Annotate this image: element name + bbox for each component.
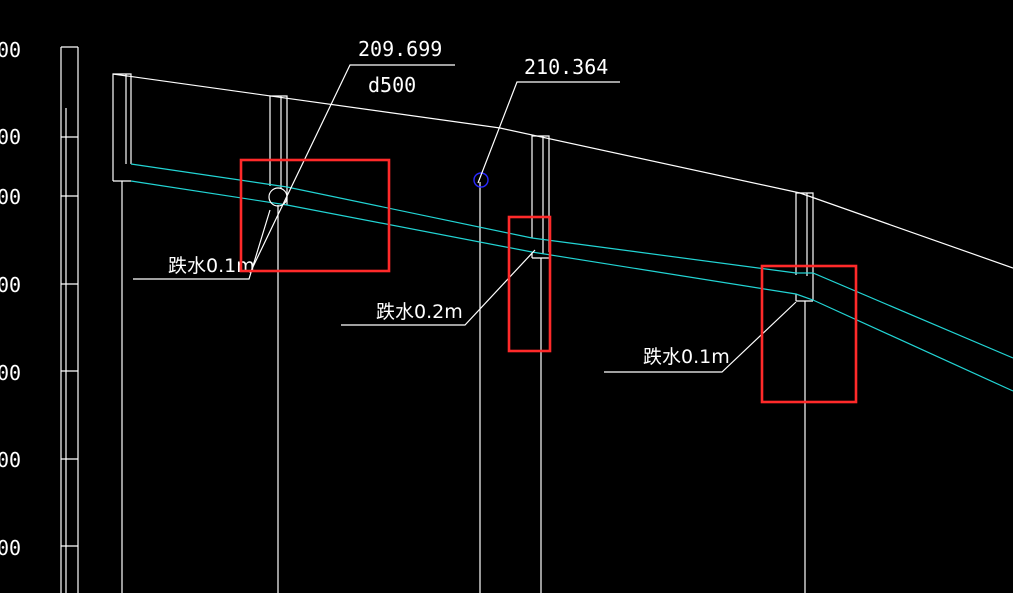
highlight-box-2 — [507, 215, 552, 353]
highlight-box-1 — [239, 158, 391, 273]
elevation-ruler-labels: 00 00 00 00 00 00 00 — [0, 38, 21, 560]
elevation-label-1[interactable]: 209.699 — [358, 37, 442, 61]
ground-line[interactable] — [112, 73, 1013, 269]
ruler-label: 00 — [0, 185, 21, 209]
manhole-2[interactable] — [269, 95, 288, 593]
ruler-label: 00 — [0, 38, 21, 62]
manhole-1[interactable] — [112, 73, 132, 593]
sewer-pipe[interactable] — [130, 163, 1013, 392]
ruler-label: 00 — [0, 273, 21, 297]
ruler-label: 00 — [0, 361, 21, 385]
ruler-label: 00 — [0, 448, 21, 472]
leader-lines — [133, 64, 797, 373]
drop-label-2[interactable]: 跌水0.2m — [376, 301, 463, 323]
manhole-4[interactable] — [795, 192, 814, 593]
selection-marker[interactable] — [473, 172, 489, 188]
scale-bar — [60, 46, 79, 593]
elevation-label-2[interactable]: 210.364 — [524, 55, 608, 79]
ruler-label: 00 — [0, 536, 21, 560]
manhole-3[interactable] — [531, 135, 550, 593]
pipe-diameter-label[interactable]: d500 — [368, 73, 416, 97]
highlight-box-3 — [760, 264, 858, 404]
drop-label-1[interactable]: 跌水0.1m — [168, 255, 255, 277]
drop-label-3[interactable]: 跌水0.1m — [643, 346, 730, 368]
ruler-label: 00 — [0, 125, 21, 149]
